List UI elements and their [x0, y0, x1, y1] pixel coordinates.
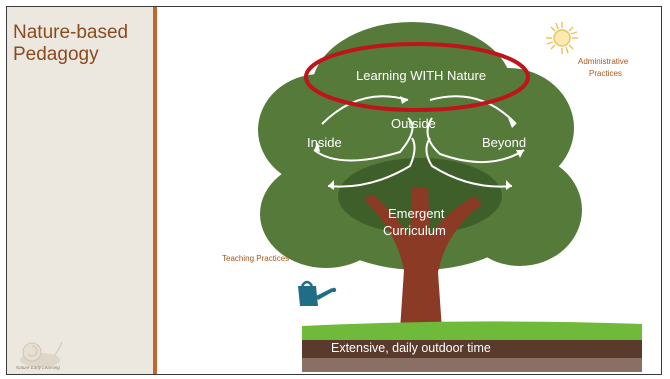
- cycle-label-inside: Inside: [307, 135, 342, 150]
- snail-logo-icon: [20, 341, 63, 367]
- sidebar: [7, 7, 153, 374]
- grass: [302, 321, 642, 342]
- watering-can-icon: [298, 280, 337, 306]
- cycle-label-outside: Outside: [391, 116, 436, 131]
- cycle-arrows: [313, 95, 525, 188]
- soil-lower: [302, 358, 642, 372]
- arrow-heads: [314, 96, 524, 190]
- center-label: Learning WITH Nature: [356, 68, 487, 83]
- trunk-label-line2: Curriculum: [383, 223, 446, 238]
- teaching-label: Teaching Practices: [222, 254, 290, 263]
- sidebar-divider: [153, 7, 157, 374]
- soil: [302, 340, 642, 358]
- admin-label-line1: Administrative: [578, 57, 629, 66]
- sun-icon: [546, 22, 578, 54]
- tree-trunk: [364, 188, 482, 330]
- logo-text: Nature Early Learning: [16, 365, 60, 370]
- ground-label: Extensive, daily outdoor time: [331, 341, 491, 355]
- slide-title: Nature-based Pedagogy: [13, 22, 129, 65]
- trunk-label-line1: Emergent: [388, 206, 445, 221]
- highlight-ellipse: [304, 42, 530, 112]
- admin-label-line2: Practices: [589, 69, 622, 78]
- cycle-label-beyond: Beyond: [482, 135, 527, 150]
